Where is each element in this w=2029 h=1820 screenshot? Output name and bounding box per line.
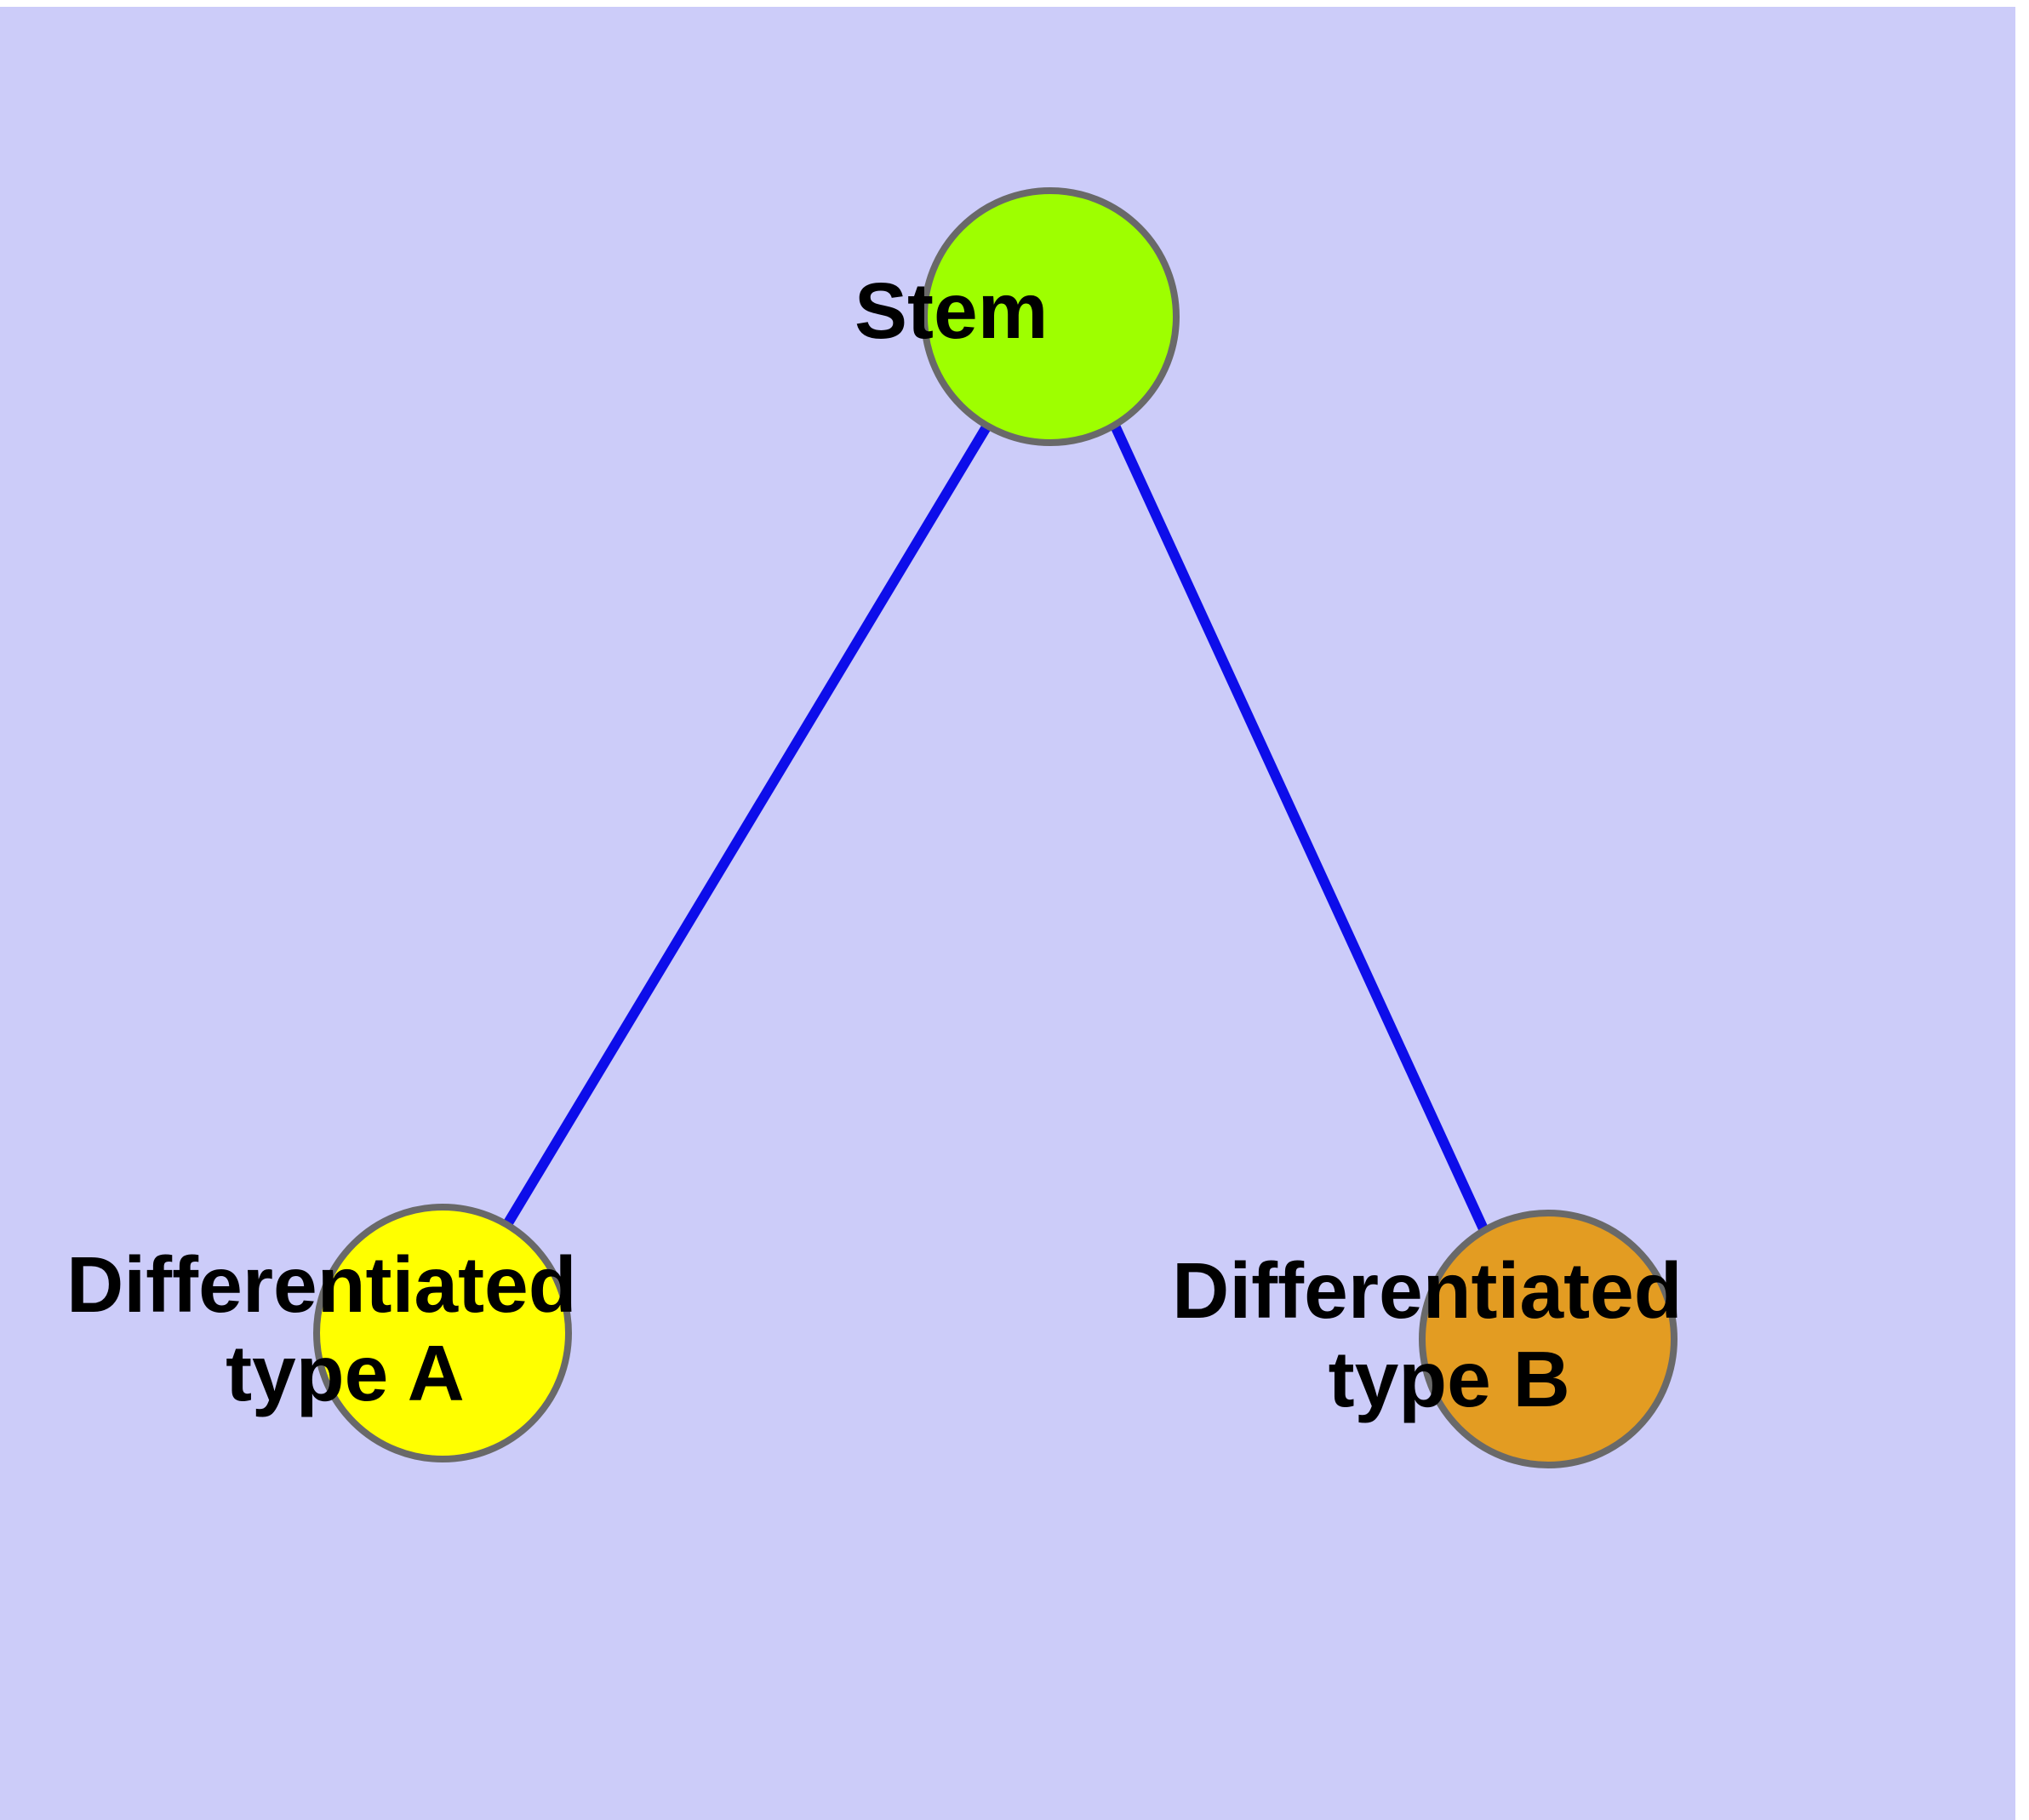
node-diff-a[interactable]: Differentiated type A bbox=[66, 1204, 819, 1462]
edge-stem-to-diff-b[interactable] bbox=[1110, 423, 1490, 1235]
node-diff-b-label: Differentiated type B bbox=[1172, 1246, 1924, 1423]
edge-stem-to-diff-a[interactable] bbox=[501, 422, 992, 1229]
node-diff-a-circle[interactable] bbox=[313, 1204, 572, 1462]
node-stem-label: Stem bbox=[854, 266, 1246, 355]
node-diff-a-label-line-1: Differentiated bbox=[66, 1240, 576, 1329]
node-diff-b-circle[interactable] bbox=[1419, 1210, 1677, 1468]
node-diff-b-label-line-2: type B bbox=[1329, 1335, 1570, 1423]
node-diff-b-label-line-1: Differentiated bbox=[1172, 1246, 1682, 1335]
node-diff-a-label-line-2: type A bbox=[226, 1329, 463, 1417]
node-diff-a-label: Differentiated type A bbox=[66, 1240, 819, 1417]
node-stem[interactable]: Stem bbox=[854, 187, 1246, 446]
node-layer: Stem Differentiated type A Differentiate… bbox=[66, 187, 1924, 1468]
node-stem-label-line-1: Stem bbox=[854, 266, 1048, 355]
node-diff-b[interactable]: Differentiated type B bbox=[1172, 1210, 1924, 1468]
node-stem-circle[interactable] bbox=[921, 187, 1180, 446]
edge-layer bbox=[501, 422, 1490, 1235]
